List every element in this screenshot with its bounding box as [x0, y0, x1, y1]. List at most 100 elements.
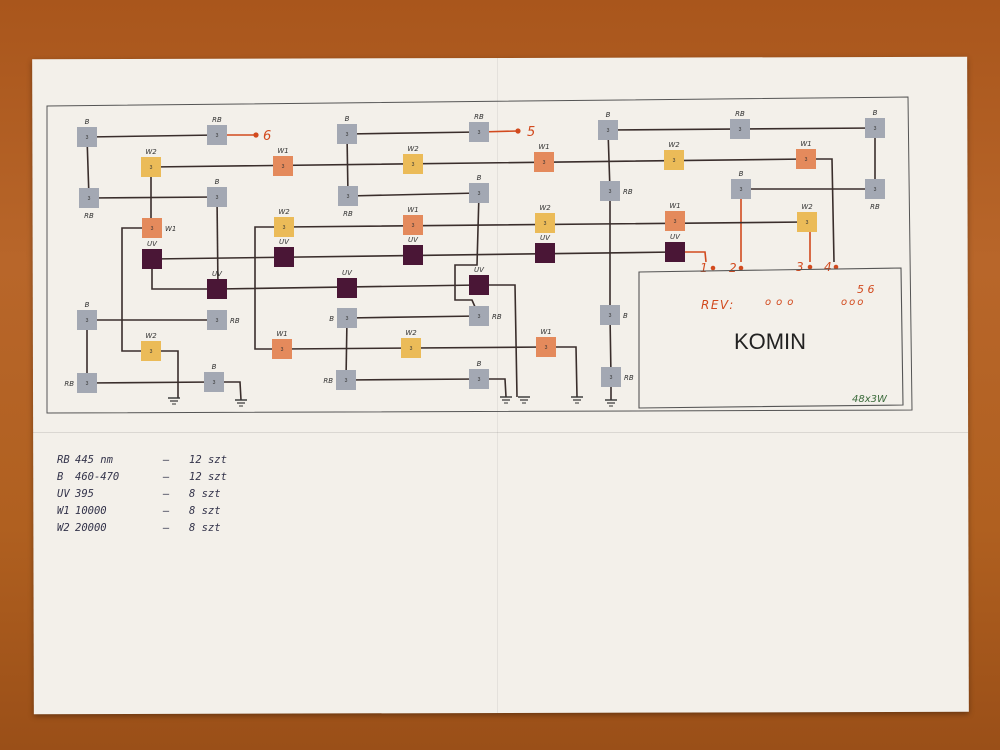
led-label: B	[477, 174, 482, 182]
led-label: UV	[342, 269, 353, 277]
wire	[607, 129, 612, 400]
legend-dash: –	[163, 454, 170, 466]
led-chip-body	[796, 149, 816, 169]
led-chip-text: 3	[412, 223, 415, 229]
wire	[216, 196, 219, 290]
led-rb: 3RB	[338, 186, 358, 218]
led-label: B	[215, 178, 220, 186]
led-chip-text: 3	[282, 164, 285, 170]
led-w2: 3W2	[401, 329, 421, 358]
led-chip-body	[469, 275, 489, 295]
led-w1: 3W1	[534, 143, 554, 172]
led-label: W2	[668, 141, 680, 149]
led-chip-body	[207, 125, 227, 145]
led-label: W2	[539, 204, 551, 212]
led-chip-body	[337, 308, 357, 328]
legend-code: RB	[57, 454, 70, 466]
led-chip-text: 3	[216, 318, 219, 324]
led-label: RB	[230, 317, 240, 325]
led-uv: UV	[142, 240, 162, 269]
led-chip-body	[77, 127, 97, 147]
led-b: 3B	[598, 111, 618, 140]
led-b: 3B	[77, 301, 97, 330]
led-label: UV	[212, 270, 223, 278]
led-chip-text: 3	[806, 220, 809, 226]
led-chip-text: 3	[607, 128, 610, 134]
led-rb: 3RB	[469, 113, 489, 142]
led-chip-body	[337, 278, 357, 298]
komin-title: KOMIN	[734, 329, 806, 354]
led-chip-text: 3	[478, 377, 481, 383]
wire	[86, 134, 218, 138]
led-w1: 3W1	[273, 147, 293, 176]
legend-code: W2	[57, 522, 70, 534]
led-label: UV	[670, 233, 681, 241]
led-chip-body	[204, 372, 224, 392]
legend-code: B	[57, 471, 64, 483]
terminal-5-dot	[515, 128, 521, 134]
led-chip-body	[469, 183, 489, 203]
led-label: B	[623, 312, 628, 320]
legend-value: 460-470	[75, 471, 120, 483]
legend-dash: –	[163, 522, 170, 534]
led-chip-body	[142, 218, 162, 238]
led-chip-text: 3	[805, 157, 808, 163]
wire	[121, 227, 152, 352]
wire	[454, 192, 480, 317]
led-chip-body	[598, 120, 618, 140]
led-label: W1	[800, 140, 811, 148]
led-label: W2	[145, 148, 157, 156]
led-chip-text: 3	[86, 381, 89, 387]
led-chip-text: 3	[544, 221, 547, 227]
led-chip-body	[273, 156, 293, 176]
led-chip-body	[664, 150, 684, 170]
komin-frame	[638, 267, 904, 409]
led-label: RB	[623, 188, 633, 196]
led-label: RB	[624, 374, 634, 382]
led-chip-body	[207, 310, 227, 330]
legend-code: UV	[57, 488, 70, 500]
led-label: B	[212, 363, 217, 371]
led-chip-text: 3	[346, 316, 349, 322]
led-label: UV	[540, 234, 551, 242]
led-chip-text: 3	[216, 133, 219, 139]
led-chip-body	[207, 187, 227, 207]
led-w1: 3W1	[665, 202, 685, 231]
led-uv: UV	[535, 234, 555, 263]
led-chip-text: 3	[412, 162, 415, 168]
led-chip-text: 3	[345, 378, 348, 384]
led-chip-body	[730, 119, 750, 139]
led-rb: 3RB	[79, 188, 99, 220]
power-label: 48x3W	[852, 394, 888, 405]
led-chip-body	[274, 217, 294, 237]
ground-icon	[168, 397, 180, 405]
led-rb: 3RB	[865, 179, 885, 211]
led-chip-body	[601, 367, 621, 387]
led-chip-text: 3	[150, 165, 153, 171]
led-label: B	[345, 115, 350, 123]
led-w2: 3 W2	[141, 148, 161, 177]
wire	[345, 378, 480, 381]
legend-value: 395	[75, 488, 94, 500]
led-w2: 3 W2	[535, 204, 555, 233]
led-chip-body	[797, 212, 817, 232]
led-chip-text: 3	[478, 191, 481, 197]
led-chip-text: 3	[674, 219, 677, 225]
led-chip-text: 3	[609, 313, 612, 319]
led-uv: UV	[207, 270, 227, 299]
wire	[347, 192, 480, 197]
led-label: B	[606, 111, 611, 119]
ground-icon	[518, 396, 530, 404]
led-chip-text: 3	[216, 195, 219, 201]
led-chip-body	[77, 310, 97, 330]
led-chip-text: 3	[347, 194, 350, 200]
legend-code: W1	[57, 505, 70, 517]
led-chip-body	[141, 157, 161, 177]
legend-value: 445 nm	[75, 454, 113, 466]
led-chip-body	[142, 249, 162, 269]
led-label: B	[85, 301, 90, 309]
